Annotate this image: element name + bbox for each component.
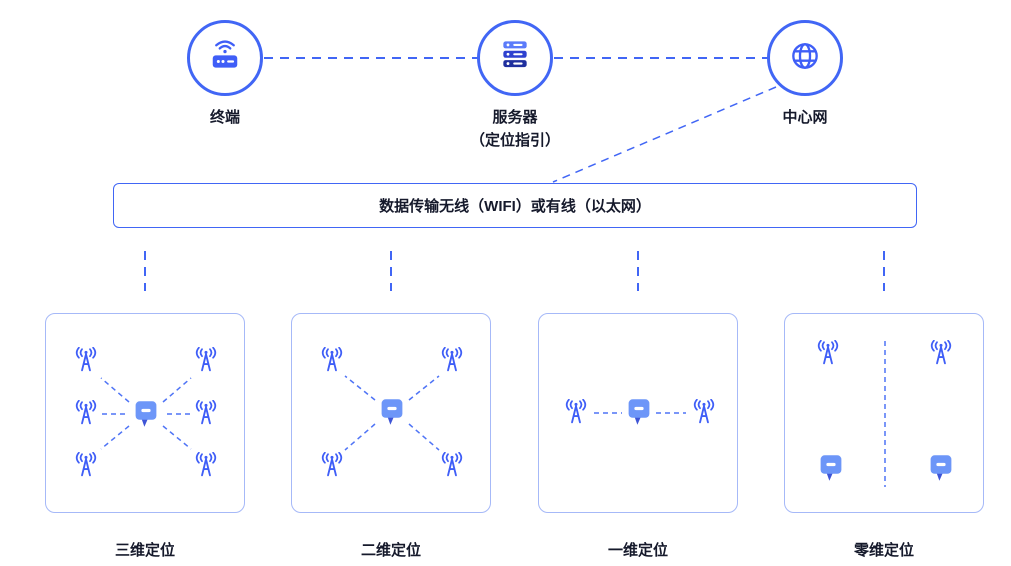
antenna-icon [72,452,100,480]
antenna-icon [192,452,220,480]
antenna-icon [438,347,466,375]
node-server-sublabel: （定位指引） [469,131,560,149]
panel-3d-label: 三维定位 [114,542,175,559]
server-node-circle [477,20,553,96]
server-stack-icon [494,35,536,82]
panel-0d-positioning [784,313,984,513]
tag-icon [378,397,406,427]
antenna-icon [72,347,100,375]
core-network-node-circle [767,20,843,96]
antenna-icon [438,452,466,480]
data-transmission-bus: 数据传输无线（WIFI）或有线（以太网） [113,183,917,228]
node-core-network-label: 中心网 [782,109,828,126]
panel-3d-links [100,377,192,450]
node-server-label: 服务器 [492,109,538,126]
antenna-icon [318,347,346,375]
panel-0d-divider [884,341,886,487]
antenna-icon [927,340,955,368]
panel-1d-label: 一维定位 [607,542,668,559]
antenna-icon [690,399,718,427]
tag-icon [625,397,653,427]
panel-2d-positioning [291,313,491,513]
node-terminal-label: 终端 [209,109,240,126]
panel-1d-positioning [538,313,738,513]
antenna-icon [72,400,100,428]
antenna-icon [192,400,220,428]
panel-3d-positioning [45,313,245,513]
terminal-node-circle [187,20,263,96]
node-core-network: 中心网 [725,20,885,130]
antenna-icon [562,399,590,427]
node-server: 服务器 （定位指引） [435,20,595,152]
globe-icon [784,35,826,82]
panel-2d-links [344,375,440,451]
router-icon [204,35,246,82]
tag-icon [927,453,955,483]
tag-icon [817,453,845,483]
antenna-icon [814,340,842,368]
node-terminal: 终端 [145,20,305,130]
antenna-icon [318,452,346,480]
tag-icon [132,399,160,429]
panel-0d-label: 零维定位 [853,542,914,559]
panel-2d-label: 二维定位 [360,542,421,559]
panel-1d-links [594,412,686,414]
antenna-icon [192,347,220,375]
